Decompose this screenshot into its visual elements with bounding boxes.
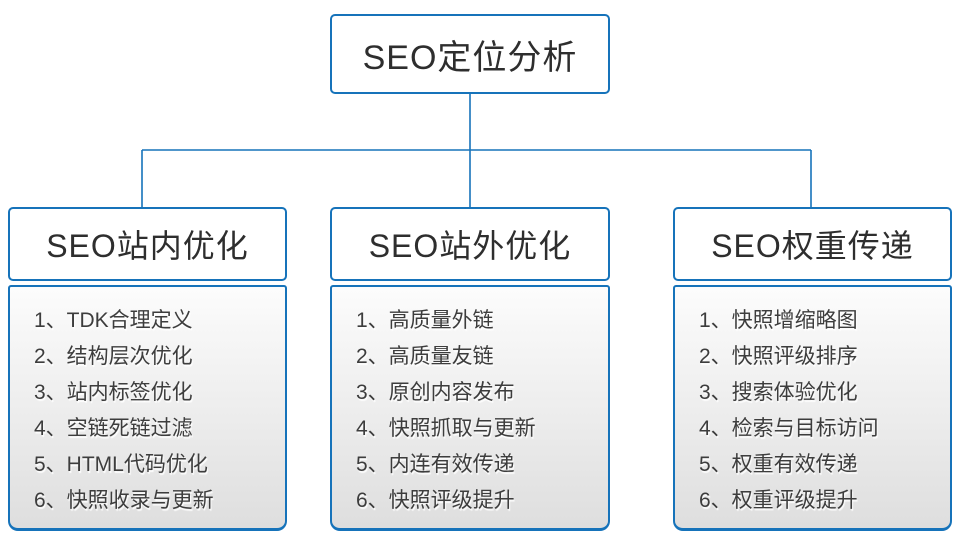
list-item: 6、快照收录与更新 [34, 489, 214, 512]
list-item: 3、站内标签优化 [34, 381, 193, 404]
list-item: 3、搜索体验优化 [699, 381, 858, 404]
branch-head-weight: SEO权重传递 [673, 207, 952, 281]
branch-head-onsite: SEO站内优化 [8, 207, 287, 281]
branch-body-onsite: 1、TDK合理定义 2、结构层次优化 3、站内标签优化 4、空链死链过滤 5、H… [8, 285, 287, 531]
list-item: 4、空链死链过滤 [34, 417, 193, 440]
root-node-label: SEO定位分析 [362, 38, 578, 77]
root-node: SEO定位分析 [330, 14, 610, 94]
list-item: 2、快照评级排序 [699, 345, 858, 368]
branch-head-offsite: SEO站外优化 [330, 207, 610, 281]
list-item: 5、HTML代码优化 [34, 453, 208, 476]
branch-title: SEO站外优化 [368, 228, 572, 264]
list-item: 5、权重有效传递 [699, 453, 858, 476]
list-item: 3、原创内容发布 [356, 381, 515, 404]
list-item: 1、TDK合理定义 [34, 309, 193, 332]
branch-body-offsite: 1、高质量外链 2、高质量友链 3、原创内容发布 4、快照抓取与更新 5、内连有… [330, 285, 610, 531]
branch-title: SEO权重传递 [711, 228, 914, 264]
list-item: 1、快照增缩略图 [699, 309, 858, 332]
branch-body-weight: 1、快照增缩略图 2、快照评级排序 3、搜索体验优化 4、检索与目标访问 5、权… [673, 285, 952, 531]
list-item: 6、权重评级提升 [699, 489, 858, 512]
list-item: 5、内连有效传递 [356, 453, 515, 476]
list-item: 4、检索与目标访问 [699, 417, 879, 440]
list-item: 2、高质量友链 [356, 345, 494, 368]
list-item: 4、快照抓取与更新 [356, 417, 536, 440]
branch-title: SEO站内优化 [46, 228, 249, 264]
list-item: 6、快照评级提升 [356, 489, 515, 512]
list-item: 1、高质量外链 [356, 309, 494, 332]
list-item: 2、结构层次优化 [34, 345, 193, 368]
